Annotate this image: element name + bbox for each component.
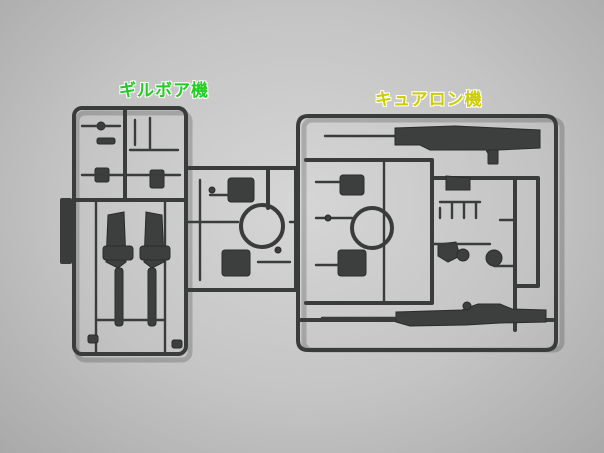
left-sprue-label: ギルボア機 — [119, 81, 209, 101]
right-sprue-label: キュアロン機 — [375, 90, 483, 110]
left-sprue — [60, 106, 298, 363]
right-sprue — [296, 114, 565, 353]
